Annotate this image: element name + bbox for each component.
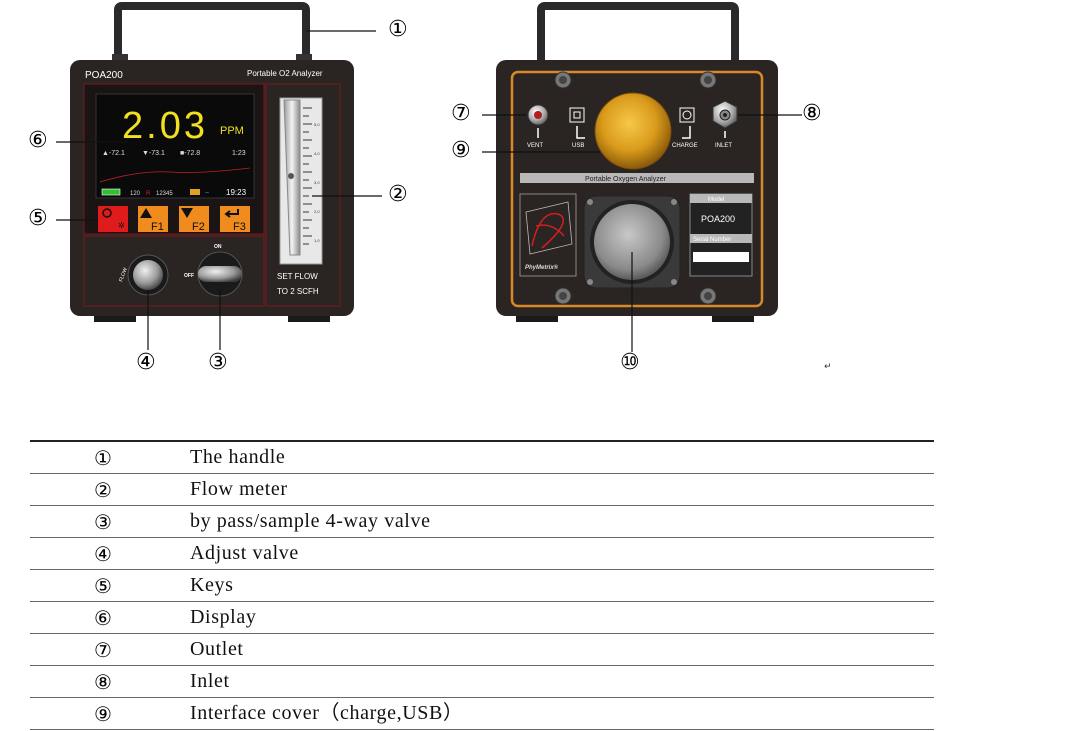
legend-number: ② xyxy=(88,478,118,502)
on-label: ON xyxy=(214,244,222,250)
stat-avg: ■-72.8 xyxy=(180,150,200,157)
flow-instruction-1: SET FLOW xyxy=(277,272,318,281)
key-power[interactable]: ✲ xyxy=(98,206,128,232)
vent-port[interactable] xyxy=(528,105,548,125)
callout-10: ⑩ xyxy=(620,350,640,375)
legend-description: Flow meter xyxy=(190,477,288,501)
stat-time-span: 1:23 xyxy=(232,150,246,157)
legend-description: Keys xyxy=(190,573,234,597)
legend-row: ⑦ Outlet xyxy=(30,634,934,666)
flow-tick-label: 1,0 xyxy=(314,238,320,243)
legend-description: Interface cover（charge,USB） xyxy=(190,701,464,725)
flow-tick-label: 4,0 xyxy=(314,151,320,156)
back-panel-title: Portable Oxygen Analyzer xyxy=(585,176,667,183)
legend-description: Inlet xyxy=(190,669,230,693)
screw-icon xyxy=(555,288,571,304)
key-f2-label: F2 xyxy=(192,221,205,233)
front-brand: POA200 xyxy=(85,70,123,81)
stat-max: ▲-72.1 xyxy=(102,150,125,157)
legend-number: ① xyxy=(88,446,118,470)
charge-label: CHARGE xyxy=(672,143,698,149)
key-f3[interactable]: F3 xyxy=(220,206,250,233)
key-f2[interactable]: F2 xyxy=(179,206,209,233)
o2-reading: 2.03 xyxy=(122,105,208,147)
legend-number: ⑤ xyxy=(88,574,118,598)
lcd-display: 2.03 PPM ▲-72.1 ▼-73.1 ■-72.8 1:23 120 R… xyxy=(96,94,254,198)
legend-row: ⑧ Inlet xyxy=(30,666,934,698)
legend-number: ⑥ xyxy=(88,606,118,630)
inlet-label: INLET xyxy=(715,143,732,149)
callout-3: ③ xyxy=(208,350,228,375)
flow-instruction-2: TO 2 SCFH xyxy=(277,287,319,296)
callout-8: ⑧ xyxy=(802,101,822,126)
status-pressure: 120 xyxy=(130,191,141,197)
back-view-illustration: VENT USB CHARGE INLET Portable Oxygen An… xyxy=(440,0,860,400)
vent-label: VENT xyxy=(527,143,543,149)
flow-tick-label: 2,0 xyxy=(314,209,320,214)
legend-description: The handle xyxy=(190,445,285,469)
logo-text: PhyMetrix® xyxy=(525,264,559,271)
usb-label: USB xyxy=(572,143,584,149)
front-product-name: Portable O2 Analyzer xyxy=(247,69,323,78)
model-plate: Model POA200 Serial Number xyxy=(690,194,752,276)
key-f1[interactable]: F1 xyxy=(138,206,168,233)
legend-number: ⑧ xyxy=(88,670,118,694)
flow-tick-label: 5,0 xyxy=(314,122,320,127)
front-handle[interactable] xyxy=(112,6,312,64)
callout-1: ① xyxy=(388,17,408,42)
interface-cover[interactable] xyxy=(595,93,671,169)
serial-header: Serial Number xyxy=(693,237,731,243)
legend-row: ① The handle xyxy=(30,442,934,474)
stat-min: ▼-73.1 xyxy=(142,150,165,157)
model-header: Model xyxy=(708,197,724,203)
callout-9: ⑨ xyxy=(451,138,471,163)
legend-row: ⑨ Interface cover（charge,USB） xyxy=(30,698,934,730)
legend-description: Adjust valve xyxy=(190,541,299,565)
screw-icon xyxy=(700,72,716,88)
legend-table: ① The handle ② Flow meter ③ by pass/samp… xyxy=(30,440,934,730)
callout-2: ② xyxy=(388,182,408,207)
legend-description: Outlet xyxy=(190,637,244,661)
status-r: R xyxy=(146,191,151,197)
screw-icon xyxy=(700,288,716,304)
callout-4: ④ xyxy=(136,350,156,375)
legend-row: ⑤ Keys xyxy=(30,570,934,602)
status-clock: 19:23 xyxy=(226,188,247,197)
serial-number-field xyxy=(693,252,749,262)
legend-number: ③ xyxy=(88,510,118,534)
model-value: POA200 xyxy=(701,214,735,224)
legend-row: ② Flow meter xyxy=(30,474,934,506)
flow-float xyxy=(288,173,294,179)
flowmeter: 5,0 4,0 3,0 2,0 1,0 xyxy=(280,98,322,264)
callout-5: ⑤ xyxy=(28,206,48,231)
legend-row: ③ by pass/sample 4-way valve xyxy=(30,506,934,538)
legend-number: ⑦ xyxy=(88,638,118,662)
key-f1-label: F1 xyxy=(151,221,164,233)
pump-icon xyxy=(190,189,200,195)
back-handle[interactable] xyxy=(541,6,735,62)
return-mark: ↵ xyxy=(824,362,832,372)
legend-row: ④ Adjust valve xyxy=(30,538,934,570)
battery-icon xyxy=(102,189,120,195)
status-serial: 12345 xyxy=(156,191,173,197)
backlight-icon: ✲ xyxy=(118,221,125,230)
legend-number: ⑨ xyxy=(88,702,118,726)
legend-number: ④ xyxy=(88,542,118,566)
legend-description: Display xyxy=(190,605,256,629)
screw-icon xyxy=(555,72,571,88)
callout-7: ⑦ xyxy=(451,101,471,126)
callout-6: ⑥ xyxy=(28,128,48,153)
flow-icon: ~ xyxy=(205,190,209,197)
reading-unit: PPM xyxy=(220,125,244,137)
key-f3-label: F3 xyxy=(233,221,246,233)
legend-description: by pass/sample 4-way valve xyxy=(190,509,431,533)
off-label: OFF xyxy=(184,273,194,279)
legend-row: ⑥ Display xyxy=(30,602,934,634)
flow-tick-label: 3,0 xyxy=(314,180,320,185)
